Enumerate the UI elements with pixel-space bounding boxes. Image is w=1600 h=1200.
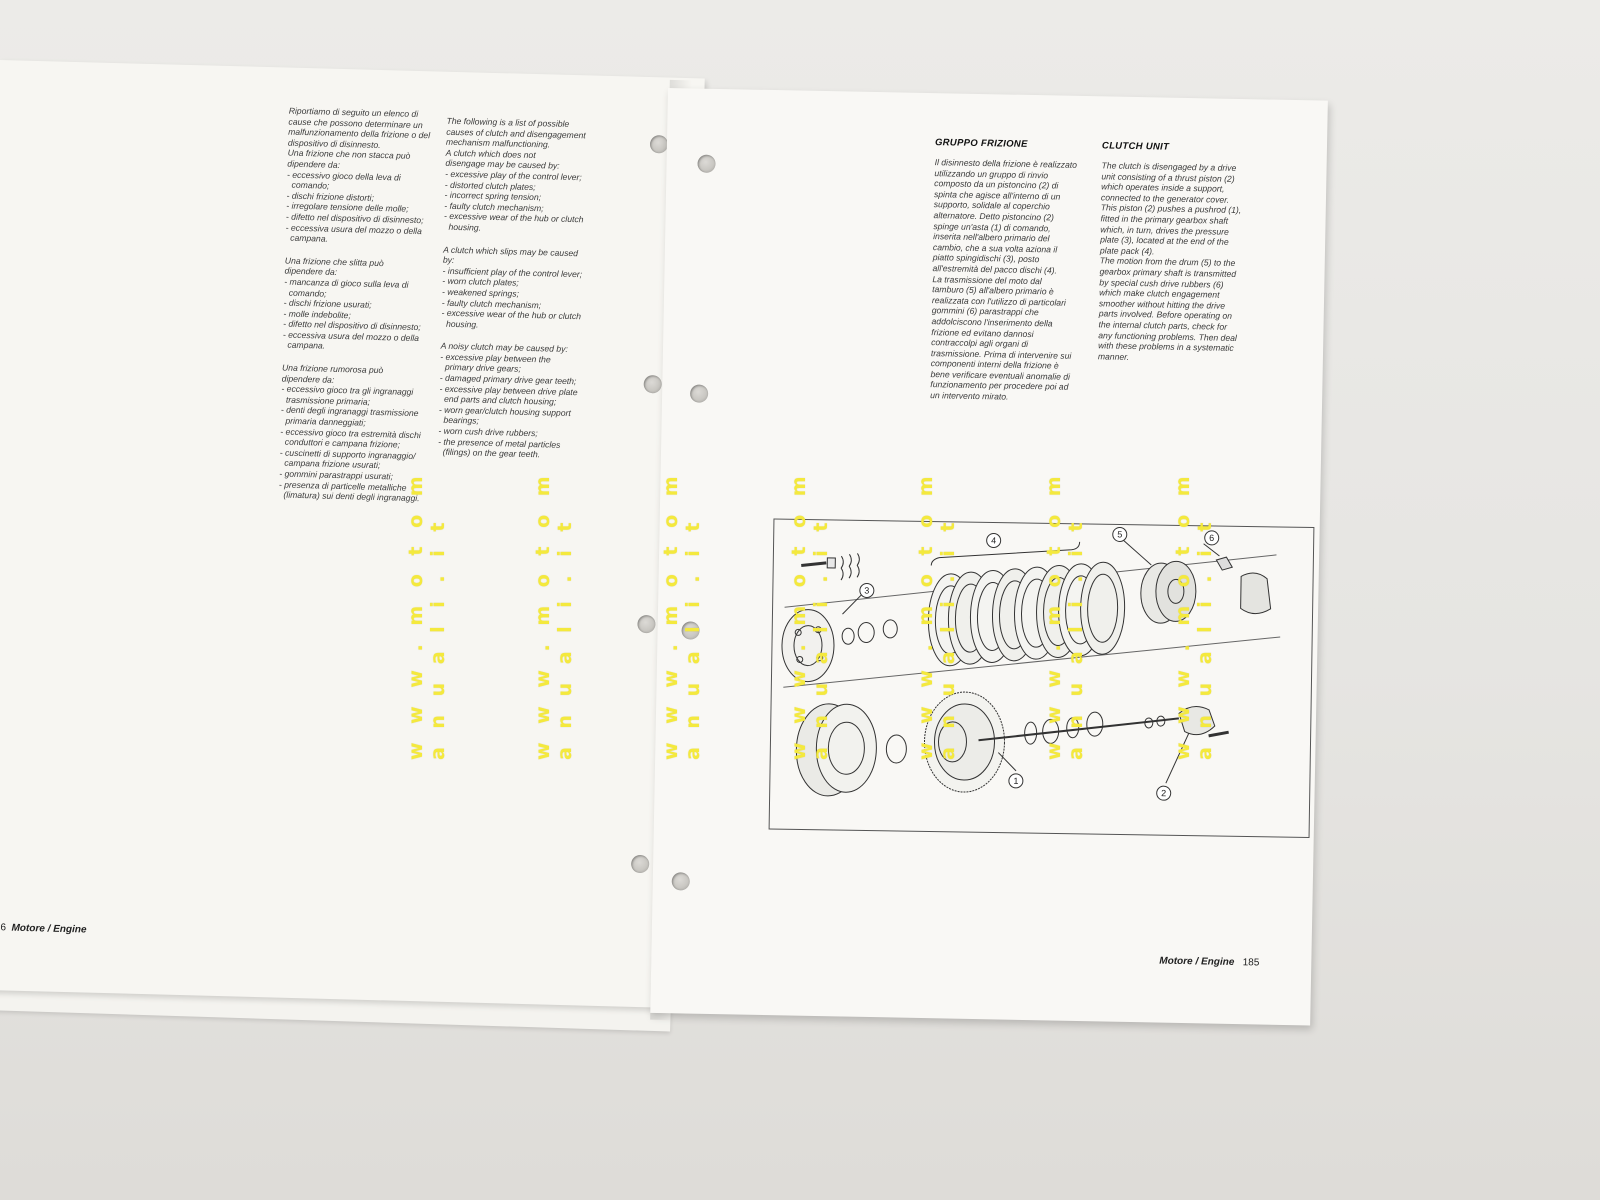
watermark: w w w . m o t o m a n u a l i . i t [1043,470,1087,760]
binder-hole [637,614,656,634]
right-italian-column: Il disinnesto della frizione è realizzat… [930,157,1077,403]
watermark: w w w . m o t o m a n u a l i . i t [405,470,449,760]
footer-title: Motore / Engine [11,922,87,936]
callout-1: 1 [1013,776,1018,786]
heading-clutch-unit: CLUTCH UNIT [1101,140,1170,153]
left-footer: 186 Motore / Engine [0,922,87,936]
diagram-drawing: 1 2 3 4 5 6 [768,518,1315,838]
callout-2: 2 [1161,788,1166,798]
binder-hole [671,872,690,891]
callout-3: 3 [864,585,869,595]
page-number: 186 [0,922,7,934]
heading-gruppo-frizione: GRUPPO FRIZIONE [934,137,1028,150]
callout-6: 6 [1209,533,1214,543]
watermark: w w w . m o t o m a n u a l i . i t [532,470,576,760]
watermark: w w w . m o t o m a n u a l i . i t [915,470,959,760]
clutch-exploded-diagram: 1 2 3 4 5 6 [767,517,1317,842]
callout-4: 4 [991,535,996,545]
binder-hole [643,374,662,394]
callout-5: 5 [1117,529,1122,539]
page-number: 185 [1242,957,1260,969]
right-footer: Motore / Engine 185 [1159,956,1259,969]
watermark: w w w . m o t o m a n u a l i . i t [1172,470,1216,760]
watermark: w w w . m o t o m a n u a l i . i t [660,470,704,760]
binder-hole [689,384,709,403]
footer-title: Motore / Engine [1159,955,1235,969]
watermark: w w w . m o t o m a n u a l i . i t [788,470,832,760]
binder-hole [649,135,669,154]
binder-hole [630,854,650,874]
binder-hole [697,154,716,173]
